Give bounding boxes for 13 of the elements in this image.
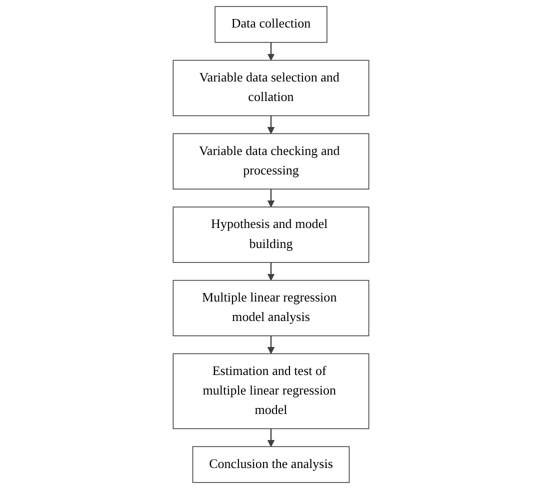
node-box: Estimation and test of multiple linear regression model bbox=[172, 353, 370, 430]
arrow bbox=[267, 428, 275, 447]
arrow bbox=[267, 262, 275, 281]
node-box: Variable data checking and processing bbox=[172, 133, 370, 190]
node-box: Conclusion the analysis bbox=[192, 446, 350, 483]
node-box: Variable data selection and collation bbox=[172, 60, 370, 116]
arrow bbox=[267, 336, 275, 354]
node-box: Data collection bbox=[214, 6, 328, 43]
node-box: Hypothesis and model building bbox=[172, 206, 370, 263]
arrow bbox=[267, 189, 275, 208]
arrow bbox=[267, 42, 275, 61]
arrow bbox=[267, 116, 275, 134]
node-box: Multiple linear regression model analysis bbox=[172, 280, 370, 336]
